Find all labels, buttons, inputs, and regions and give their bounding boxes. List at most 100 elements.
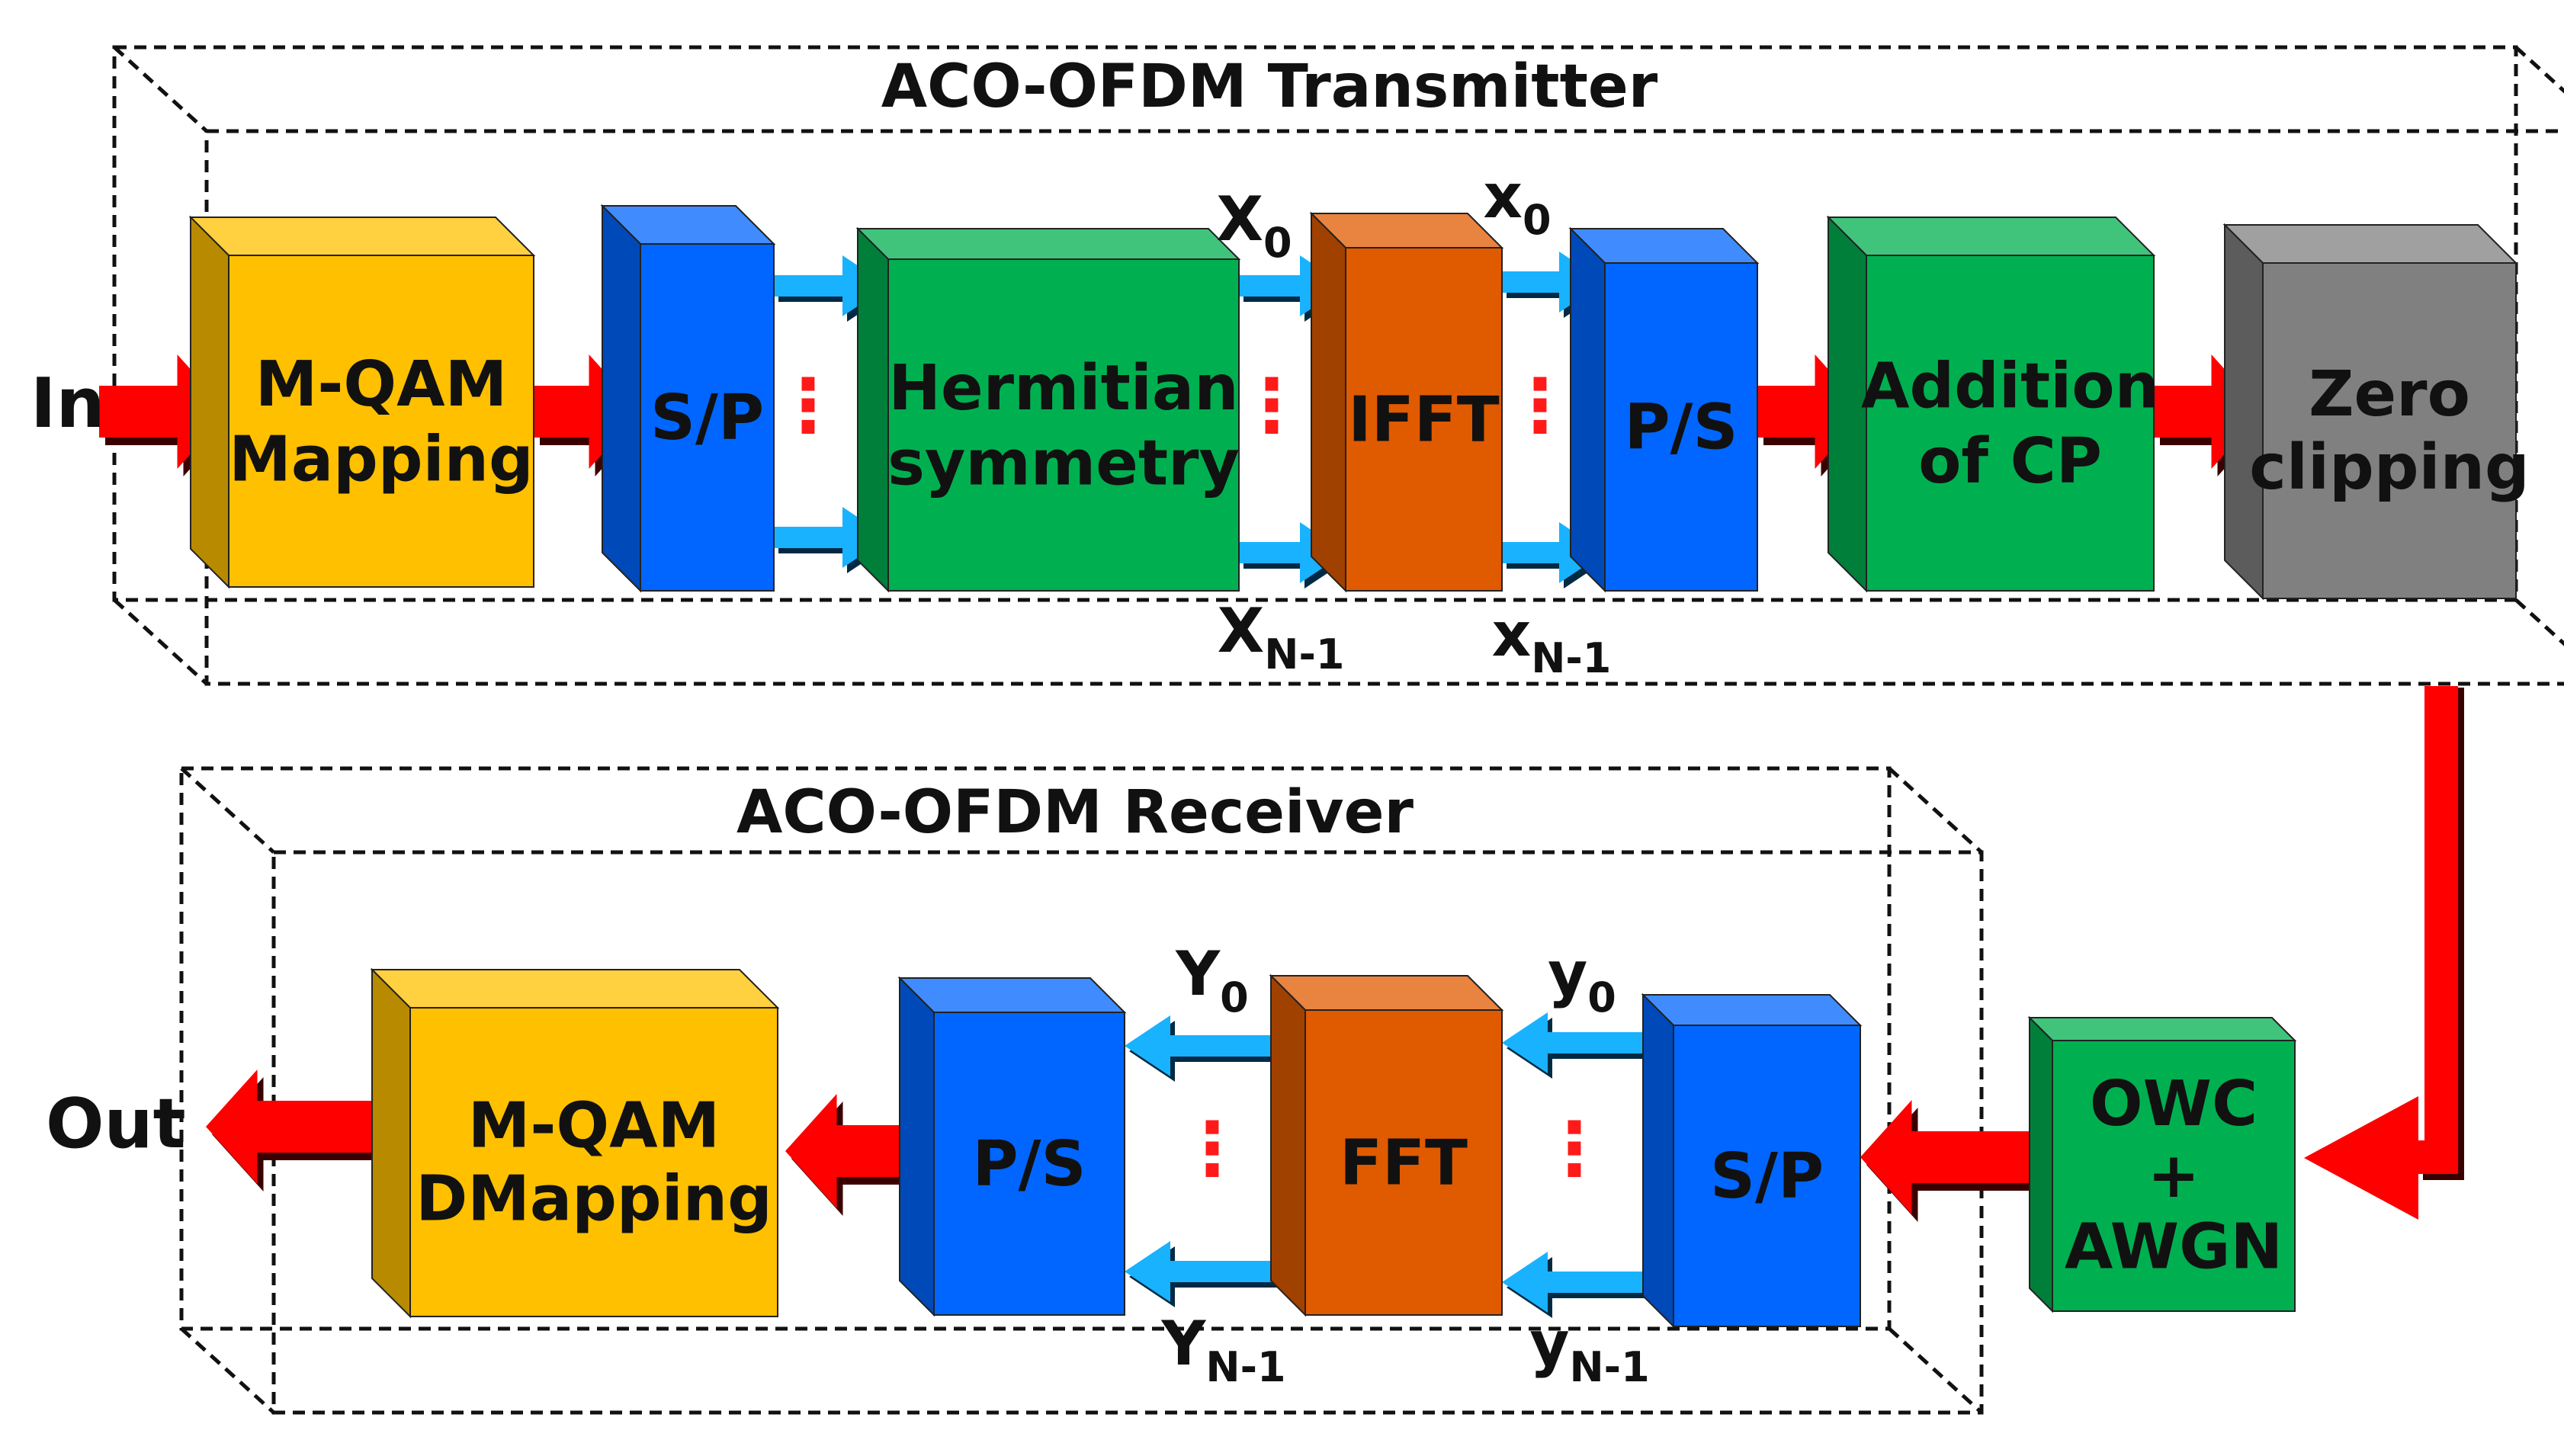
transmitter-frame-edge-3 — [113, 598, 208, 685]
signal-X0-base: X — [1216, 184, 1263, 255]
signal-XN1-base: X — [1218, 595, 1265, 666]
block-fft-front-face — [1304, 1009, 1503, 1316]
block-fft-label-line-1: FFT — [1340, 1127, 1468, 1200]
block-hermitian-top-face — [855, 228, 1241, 260]
signal-Y0-base: Y — [1175, 938, 1221, 1009]
arrow-out — [206, 1070, 416, 1191]
block-owc-awgn-top-face — [2027, 1017, 2297, 1041]
signal-YN1-base: Y — [1160, 1308, 1206, 1379]
block-fft — [1269, 973, 1504, 1317]
signal-y0-subscript: 0 — [1587, 973, 1616, 1021]
signal-yN1: yN-1 — [1529, 1308, 1649, 1391]
block-addition-cp-label-line-2: of CP — [1918, 425, 2102, 498]
block-addition-cp-front-face — [1866, 255, 2155, 592]
transmitter-frame-edge-4 — [2514, 598, 2564, 646]
arrow-fft-to-ps-bottom — [1125, 1241, 1310, 1307]
block-addition-cp-label-line-1: Addition — [1861, 351, 2159, 423]
signal-X0-subscript: 0 — [1263, 219, 1292, 267]
block-sp-rx-side-face — [1642, 993, 1674, 1329]
block-mqam-mapping-top-face — [188, 216, 536, 256]
block-zero-clipping-label-line-1: Zero — [2309, 358, 2470, 431]
receiver-title: ACO-OFDM Receiver — [736, 778, 1414, 847]
block-ps-rx-label-line-1: P/S — [972, 1128, 1086, 1201]
block-mqam-demapping-front-face — [409, 1007, 778, 1317]
signal-xN1-subscript: N-1 — [1531, 634, 1611, 682]
signal-yN1-subscript: N-1 — [1569, 1343, 1649, 1391]
transmitter-frame-edge-1 — [113, 46, 208, 133]
block-owc-awgn-label-line-1: OWC — [2090, 1068, 2258, 1140]
block-ps-rx-front-face — [933, 1012, 1125, 1316]
block-ps-tx — [1568, 226, 1760, 593]
block-sp-tx-label-line-1: S/P — [650, 382, 764, 454]
receiver-frame-edge-1 — [180, 767, 275, 854]
block-sp-tx — [600, 204, 776, 593]
block-mqam-mapping-label-line-1: M-QAM — [255, 348, 507, 421]
ellipsis-herm-ifft: ⋮ — [1235, 363, 1308, 448]
block-owc-awgn-label-line-3: AWGN — [2065, 1211, 2283, 1283]
transmitter-frame-edge-2 — [2514, 46, 2564, 94]
signal-x0: x0 — [1483, 161, 1551, 244]
block-zero-clipping — [2222, 223, 2518, 601]
block-mqam-mapping — [188, 215, 536, 589]
input-label: In — [30, 364, 105, 444]
arrow-channel-to-sp-body — [1860, 1100, 2052, 1214]
ellipsis-fft-ps: ⋮ — [1176, 1106, 1249, 1191]
signal-XN1-subscript: N-1 — [1264, 630, 1344, 678]
block-owc-awgn-front-face — [2052, 1040, 2296, 1312]
block-mqam-demapping-top-face — [370, 969, 780, 1009]
block-ifft-front-face — [1345, 247, 1503, 592]
ellipsis-sp-herm: ⋮ — [772, 363, 845, 448]
block-mqam-demapping-side-face — [371, 967, 411, 1319]
block-zero-clipping-label-line-2: clipping — [2249, 431, 2529, 504]
arrow-sp-to-fft-bottom-body — [1502, 1252, 1673, 1313]
signal-XN1: XN-1 — [1218, 595, 1345, 678]
arrow-sp-to-fft-top — [1502, 1012, 1678, 1079]
arrow-ps-to-demap — [785, 1094, 940, 1216]
block-fft-side-face — [1270, 973, 1306, 1317]
signal-x0-base: x — [1483, 161, 1523, 232]
block-sp-rx-front-face — [1673, 1025, 1861, 1327]
arrow-ps-to-demap-body — [785, 1094, 934, 1208]
block-sp-rx-label-line-1: S/P — [1710, 1140, 1824, 1213]
block-ifft — [1309, 211, 1504, 593]
arrow-fft-to-ps-top — [1125, 1015, 1310, 1082]
arrow-fft-to-ps-bottom-body — [1125, 1241, 1305, 1302]
signal-x0-subscript: 0 — [1523, 196, 1552, 244]
signal-y0: y0 — [1548, 938, 1616, 1021]
block-mqam-mapping-front-face — [228, 255, 534, 588]
block-ifft-side-face — [1311, 211, 1346, 593]
block-hermitian-front-face — [887, 258, 1240, 592]
arrow-tx-to-channel — [2304, 686, 2464, 1220]
output-label: Out — [46, 1084, 186, 1164]
arrow-tx-to-channel-body — [2417, 686, 2458, 1174]
block-hermitian — [855, 226, 1241, 593]
receiver-frame-edge-2 — [1888, 767, 1983, 854]
signal-y0-base: y — [1548, 938, 1587, 1009]
block-owc-awgn-label-line-2: + — [2148, 1140, 2200, 1212]
signal-YN1: YN-1 — [1160, 1308, 1285, 1391]
block-ps-tx-front-face — [1604, 262, 1758, 592]
signal-xN1-base: x — [1492, 599, 1532, 670]
arrow-tx-to-channel-head — [2304, 1096, 2418, 1220]
signal-X0: X0 — [1216, 184, 1292, 267]
block-zero-clipping-side-face — [2224, 223, 2264, 601]
block-ps-rx-side-face — [899, 976, 935, 1317]
block-ps-tx-label-line-1: P/S — [1624, 392, 1738, 464]
transmitter-title: ACO-OFDM Transmitter — [881, 53, 1658, 121]
block-ifft-label-line-1: IFFT — [1348, 384, 1500, 457]
block-mqam-demapping-label-line-1: M-QAM — [468, 1090, 720, 1163]
block-hermitian-label-line-1: Hermitian — [888, 352, 1238, 425]
signal-yN1-base: y — [1529, 1308, 1569, 1379]
block-owc-awgn — [2027, 1015, 2297, 1313]
signal-YN1-subscript: N-1 — [1205, 1343, 1285, 1391]
block-addition-cp — [1826, 215, 2156, 593]
block-zero-clipping-top-face — [2222, 224, 2518, 264]
block-addition-cp-top-face — [1826, 216, 2156, 256]
block-mqam-mapping-label-line-2: Mapping — [229, 423, 534, 495]
block-sp-tx-front-face — [640, 243, 775, 592]
block-hermitian-side-face — [857, 226, 889, 593]
receiver-frame-edge-3 — [180, 1327, 275, 1414]
arrow-sp-to-fft-top-body — [1502, 1012, 1673, 1073]
receiver-frame-edge-4 — [1888, 1327, 1983, 1414]
